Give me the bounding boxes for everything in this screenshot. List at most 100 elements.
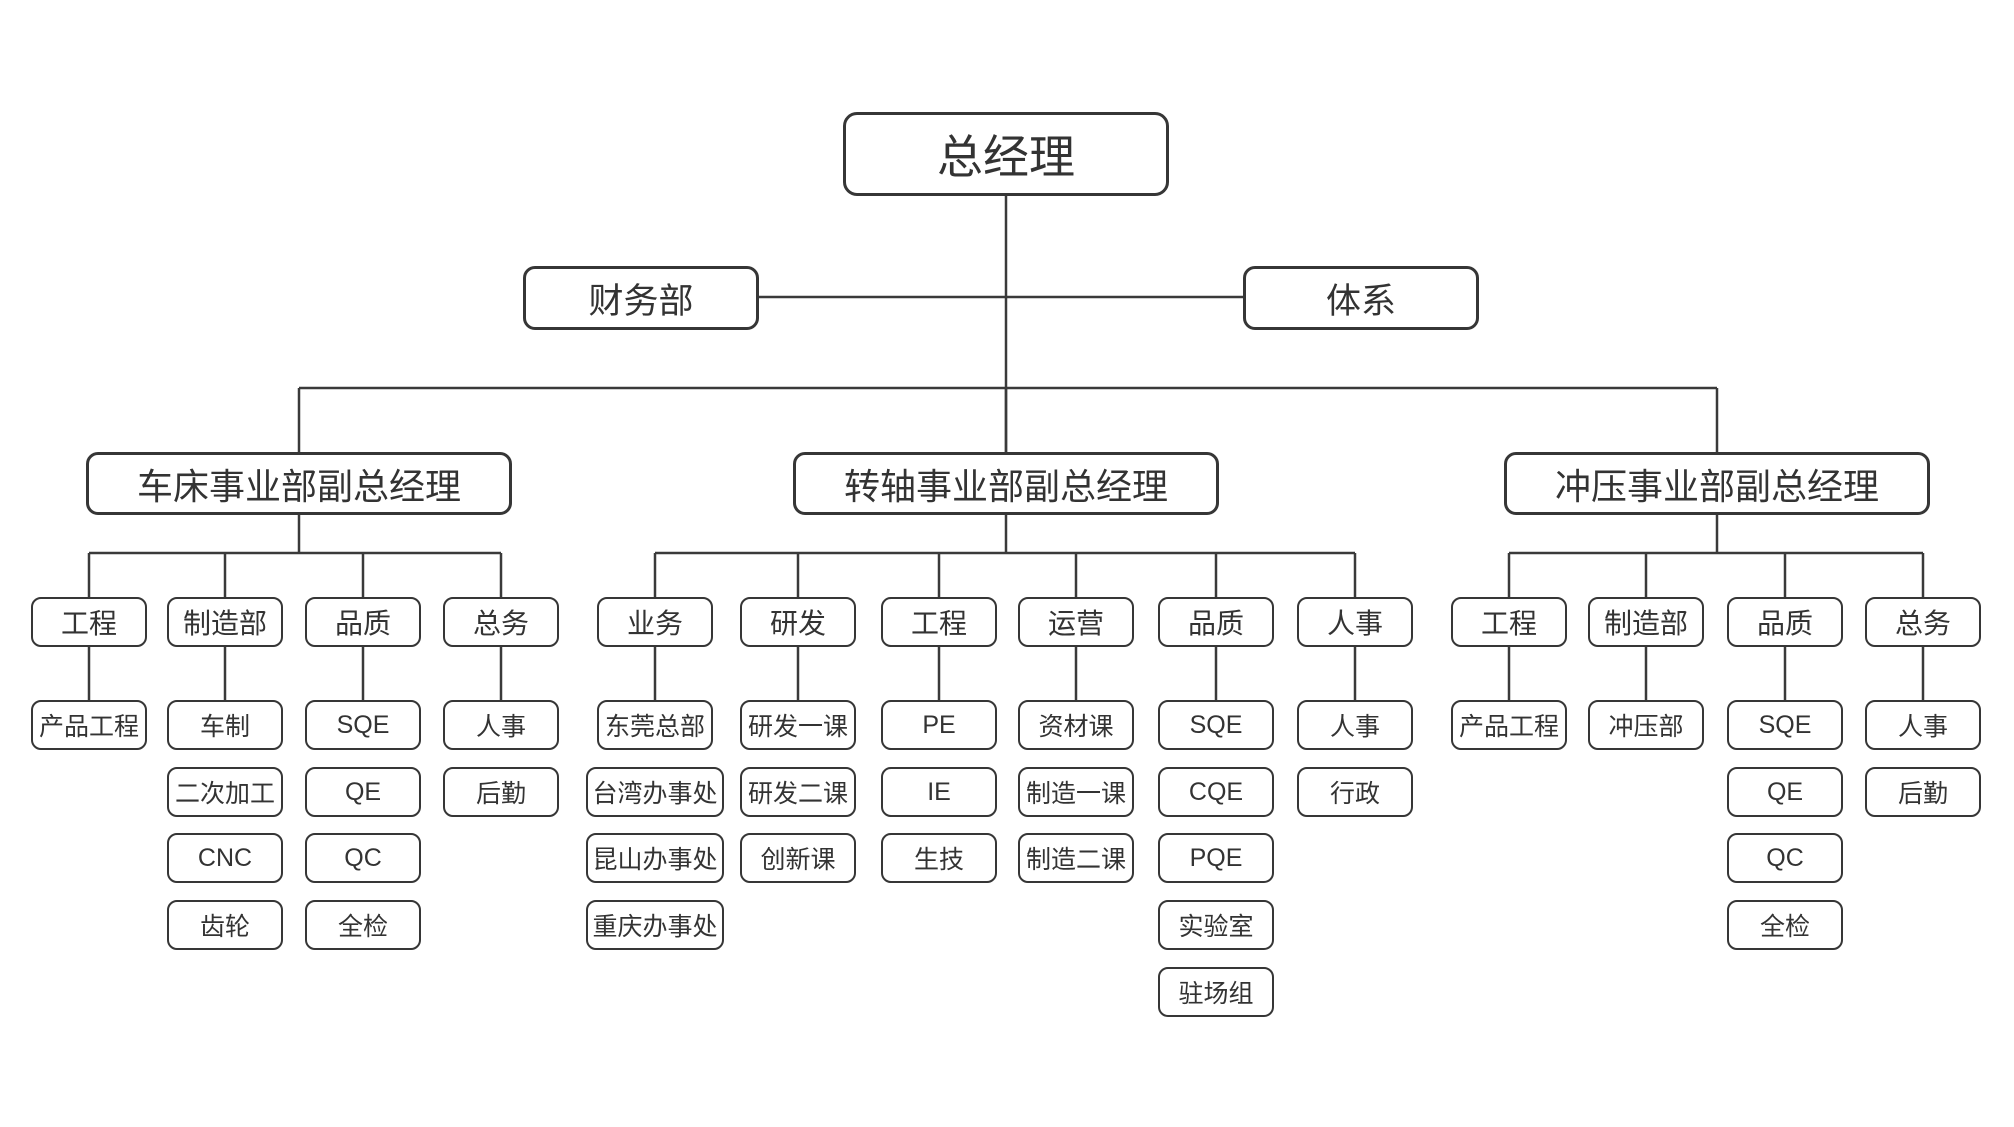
- org-node-label: 全检: [1759, 913, 1810, 941]
- org-node-staff: 体系: [1243, 266, 1479, 330]
- org-node-sub: 后勤: [443, 767, 559, 817]
- org-node-dept: 制造部: [1588, 597, 1704, 647]
- org-node-label: 体系: [1325, 281, 1396, 321]
- org-node-sub: 人事: [443, 700, 559, 750]
- org-node-label: 后勤: [475, 780, 526, 808]
- org-node-label: SQE: [1758, 710, 1812, 739]
- org-node-sub: 全检: [1727, 900, 1843, 950]
- org-node-dept: 业务: [597, 597, 713, 647]
- org-node-dept: 制造部: [167, 597, 283, 647]
- org-node-sub: 研发一课: [740, 700, 856, 750]
- org-node-root: 总经理: [843, 112, 1169, 196]
- org-node-dept: 品质: [305, 597, 421, 647]
- org-node-label: 制造一课: [1025, 780, 1126, 808]
- org-node-sub: 制造一课: [1018, 767, 1134, 817]
- org-node-label: 转轴事业部副总经理: [843, 465, 1168, 507]
- org-node-label: 齿轮: [199, 913, 250, 941]
- org-node-label: 总务: [1894, 608, 1951, 639]
- org-node-label: 研发二课: [747, 780, 848, 808]
- org-node-sub: 产品工程: [31, 700, 147, 750]
- org-node-division: 冲压事业部副总经理: [1504, 452, 1930, 515]
- org-node-sub: SQE: [305, 700, 421, 750]
- org-node-sub: 实验室: [1158, 900, 1274, 950]
- org-node-label: QC: [1766, 843, 1804, 872]
- org-node-dept: 工程: [881, 597, 997, 647]
- org-node-dept: 工程: [31, 597, 147, 647]
- org-node-sub: SQE: [1158, 700, 1274, 750]
- org-node-sub: 重庆办事处: [586, 900, 724, 950]
- org-node-label: 工程: [60, 608, 117, 639]
- org-node-label: 品质: [334, 608, 391, 639]
- org-node-dept: 研发: [740, 597, 856, 647]
- org-node-sub: CNC: [167, 833, 283, 883]
- org-node-label: PE: [922, 710, 956, 739]
- org-node-label: 车床事业部副总经理: [136, 465, 461, 507]
- org-node-sub: 昆山办事处: [586, 833, 724, 883]
- org-node-label: 行政: [1329, 780, 1380, 808]
- org-node-dept: 人事: [1297, 597, 1413, 647]
- org-node-dept: 总务: [443, 597, 559, 647]
- org-node-sub: 制造二课: [1018, 833, 1134, 883]
- org-node-label: 车制: [199, 713, 250, 741]
- org-node-label: SQE: [1189, 710, 1243, 739]
- org-node-label: QC: [344, 843, 382, 872]
- org-node-label: 后勤: [1897, 780, 1948, 808]
- org-node-label: CQE: [1188, 777, 1244, 806]
- org-node-sub: 研发二课: [740, 767, 856, 817]
- org-node-label: SQE: [336, 710, 390, 739]
- org-node-sub: CQE: [1158, 767, 1274, 817]
- org-node-label: 研发一课: [747, 713, 848, 741]
- org-node-staff: 财务部: [523, 266, 759, 330]
- org-node-label: 研发: [769, 608, 826, 639]
- org-node-dept: 品质: [1727, 597, 1843, 647]
- org-node-dept: 运营: [1018, 597, 1134, 647]
- org-node-sub: IE: [881, 767, 997, 817]
- org-node-label: 生技: [913, 846, 964, 874]
- org-node-dept: 总务: [1865, 597, 1981, 647]
- org-node-sub: PQE: [1158, 833, 1274, 883]
- org-node-sub: QC: [305, 833, 421, 883]
- org-node-sub: 后勤: [1865, 767, 1981, 817]
- org-node-label: 制造部: [182, 608, 267, 639]
- org-node-sub: QE: [1727, 767, 1843, 817]
- org-node-label: IE: [927, 777, 951, 806]
- org-node-sub: 创新课: [740, 833, 856, 883]
- org-node-sub: 人事: [1297, 700, 1413, 750]
- org-node-label: 品质: [1756, 608, 1813, 639]
- org-node-sub: QE: [305, 767, 421, 817]
- org-node-sub: 全检: [305, 900, 421, 950]
- org-node-label: 冲压部: [1608, 713, 1684, 741]
- org-node-division: 车床事业部副总经理: [86, 452, 512, 515]
- org-node-label: 总经理: [937, 131, 1075, 183]
- org-node-label: 重庆办事处: [592, 913, 718, 941]
- org-node-label: 资材课: [1038, 713, 1114, 741]
- org-node-sub: 生技: [881, 833, 997, 883]
- org-node-label: 冲压事业部副总经理: [1554, 465, 1879, 507]
- org-node-division: 转轴事业部副总经理: [793, 452, 1219, 515]
- org-node-label: 东莞总部: [604, 713, 705, 741]
- org-node-label: 驻场组: [1178, 980, 1254, 1008]
- org-node-label: CNC: [197, 843, 253, 872]
- org-node-sub: QC: [1727, 833, 1843, 883]
- org-node-label: 实验室: [1178, 913, 1254, 941]
- org-node-label: 人事: [1897, 713, 1948, 741]
- org-node-label: 台湾办事处: [592, 780, 718, 808]
- org-node-sub: 资材课: [1018, 700, 1134, 750]
- org-node-label: 创新课: [760, 846, 836, 874]
- org-node-label: 制造二课: [1025, 846, 1126, 874]
- org-node-label: QE: [344, 777, 382, 806]
- org-node-label: QE: [1766, 777, 1804, 806]
- org-node-sub: 人事: [1865, 700, 1981, 750]
- org-node-label: 运营: [1047, 608, 1104, 639]
- org-node-dept: 工程: [1451, 597, 1567, 647]
- org-node-label: 工程: [1480, 608, 1537, 639]
- org-node-sub: 行政: [1297, 767, 1413, 817]
- org-node-label: 全检: [337, 913, 388, 941]
- org-node-sub: 台湾办事处: [586, 767, 724, 817]
- org-node-label: 财务部: [588, 281, 694, 321]
- org-node-sub: 东莞总部: [597, 700, 713, 750]
- org-node-label: 总务: [472, 608, 529, 639]
- org-node-sub: 驻场组: [1158, 967, 1274, 1017]
